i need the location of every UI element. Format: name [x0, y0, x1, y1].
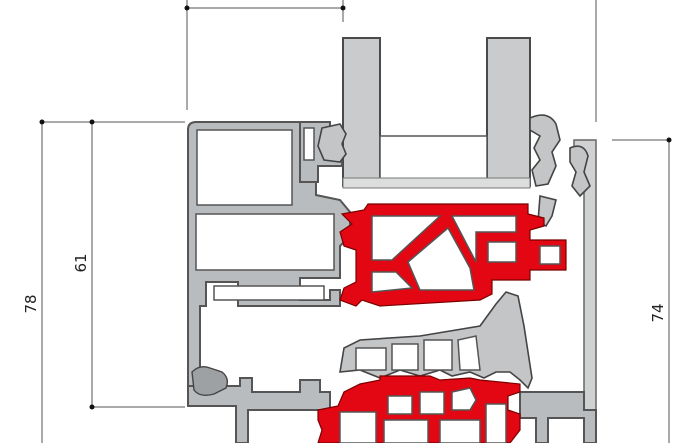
sash-chamber-top	[196, 129, 293, 206]
thermal-break-frame-chamber-3	[419, 391, 445, 415]
dimension-lines: 78 61 74	[22, 0, 672, 443]
glass-pane-inner	[342, 37, 381, 187]
sash-chamber-middle	[195, 213, 335, 271]
thermal-break-frame-chamber-1	[339, 411, 377, 443]
frame-profile	[187, 121, 597, 443]
dimension-dot	[39, 119, 45, 125]
central-gasket-chamber-1	[355, 347, 387, 371]
dimension-dot	[340, 5, 346, 11]
thermal-break-chamber-3	[450, 215, 517, 263]
glass-pane-outer	[486, 37, 531, 187]
thermal-break-chamber-6	[539, 245, 561, 265]
thermal-break-frame-chamber-7	[485, 403, 507, 443]
frame-lower-right-body	[519, 391, 597, 443]
thermal-break-chamber-4	[407, 226, 475, 291]
thermal-insulation-upper	[339, 203, 567, 307]
thermal-break-chamber-2	[371, 271, 414, 293]
inner-glazing-gasket	[317, 123, 347, 163]
inner-seal-left	[191, 365, 229, 397]
dimension-61-label: 61	[72, 253, 90, 272]
outer-frame-gasket	[569, 145, 591, 198]
sash-chamber-lower	[213, 285, 325, 301]
central-seal-profile	[339, 291, 533, 390]
thermal-break-frame-chamber-6	[439, 419, 481, 443]
thermal-break-frame-chamber-2	[387, 395, 413, 415]
central-gasket-chamber-4	[457, 335, 481, 371]
thermal-break-chamber-1	[371, 215, 442, 261]
glass-edge-seal	[342, 177, 531, 189]
thermal-break-frame-chamber-5	[383, 419, 429, 443]
dimension-dot	[89, 119, 95, 125]
dimension-dot	[666, 137, 672, 143]
central-gasket-chamber-3	[423, 339, 453, 371]
thermal-break-frame-chamber-4	[451, 387, 477, 411]
thermal-break-chamber-5	[487, 241, 517, 263]
glazing-bead-chamber	[303, 127, 315, 161]
outer-glazing-gasket	[529, 114, 561, 187]
dimension-dot	[184, 5, 190, 11]
dimension-74-label: 74	[649, 303, 667, 322]
dimension-78-label: 78	[22, 294, 40, 313]
frame-lower-body	[187, 377, 331, 443]
glazing-unit	[342, 37, 531, 189]
central-gasket-chamber-2	[391, 343, 419, 371]
dimension-dot	[89, 404, 95, 410]
thermal-insulation-lower	[317, 375, 521, 443]
